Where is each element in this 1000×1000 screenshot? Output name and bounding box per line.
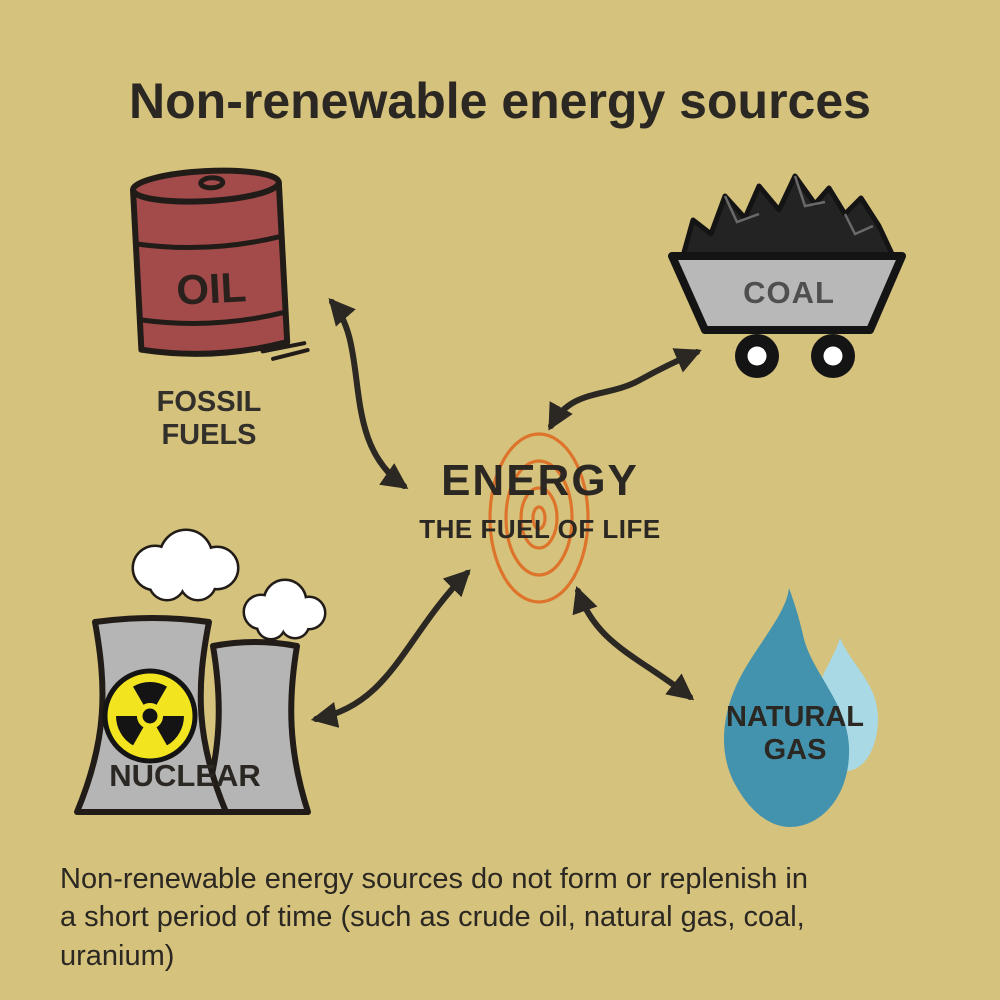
coal-label: COAL bbox=[743, 275, 835, 310]
fossil-fuels-label: FOSSIL FUELS bbox=[156, 386, 262, 452]
barrel-rib-top bbox=[135, 233, 283, 251]
arrow-nuclear-energy bbox=[310, 569, 471, 728]
natural-gas-label: NATURAL GAS bbox=[726, 701, 864, 767]
gas-flame-icon bbox=[723, 588, 878, 827]
nuclear-plant-icon: NUCLEAR bbox=[74, 528, 327, 815]
oil-barrel-text: OIL bbox=[175, 263, 247, 314]
coal-facets bbox=[723, 175, 874, 236]
cart-body bbox=[668, 252, 906, 334]
barrel-shadow bbox=[260, 341, 310, 361]
energy-spiral-icon bbox=[488, 432, 590, 604]
cooling-tower-right bbox=[199, 639, 311, 815]
spiral-rings bbox=[488, 432, 590, 604]
barrel-rib-bottom bbox=[139, 309, 287, 326]
radiation-symbol bbox=[102, 668, 198, 764]
nuclear-label: NUCLEAR bbox=[109, 758, 261, 793]
steam-cloud-lower bbox=[242, 578, 327, 641]
barrel-cap bbox=[198, 175, 226, 191]
energy-heading: ENERGY bbox=[441, 456, 639, 505]
oil-barrel-icon: OIL bbox=[130, 167, 310, 361]
arrow-energy-gas bbox=[572, 586, 695, 701]
steam-cloud-upper bbox=[131, 528, 240, 602]
cart-wheel-left bbox=[735, 334, 779, 378]
barrel-body bbox=[130, 182, 291, 357]
arrow-fossil-energy bbox=[328, 298, 409, 490]
page-title: Non-renewable energy sources bbox=[129, 73, 871, 129]
arrow-energy-coal bbox=[548, 348, 702, 431]
energy-subheading: THE FUEL OF LIFE bbox=[419, 514, 661, 544]
footer-text: Non-renewable energy sources do not form… bbox=[60, 863, 808, 972]
oil-barrel-group: OIL bbox=[130, 167, 310, 361]
coal-cart-icon: COAL bbox=[668, 173, 906, 378]
flame-main bbox=[723, 588, 850, 827]
cart-wheel-right bbox=[811, 334, 855, 378]
